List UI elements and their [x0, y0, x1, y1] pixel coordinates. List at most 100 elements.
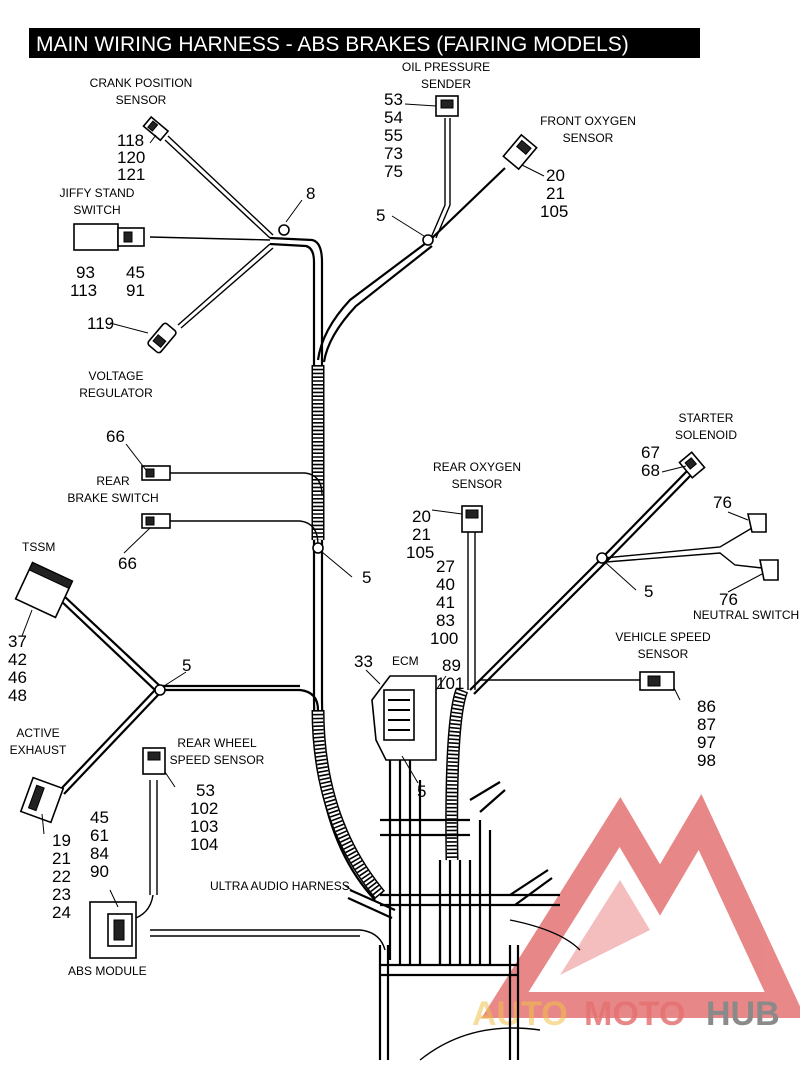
svg-text:SWITCH: SWITCH	[73, 203, 120, 217]
active-exhaust-connector	[19, 776, 65, 824]
jiffy-stand-label: JIFFY STAND	[60, 186, 135, 200]
clip-5-right	[596, 552, 608, 564]
svg-text:48: 48	[8, 686, 27, 705]
rear-brake-switch-label: REAR	[96, 474, 130, 488]
clip-callout-5c: 5	[182, 656, 191, 675]
abs-module-label: ABS MODULE	[68, 964, 147, 978]
svg-text:105: 105	[406, 543, 434, 562]
svg-text:93: 93	[76, 263, 95, 282]
clip-8	[278, 224, 290, 236]
svg-text:84: 84	[90, 844, 109, 863]
rear-brake-switch-connector-bottom	[141, 513, 171, 529]
voltage-regulator-label: VOLTAGE	[89, 369, 144, 383]
ecm-label: ECM	[392, 654, 419, 668]
tssm-label: TSSM	[22, 540, 55, 554]
svg-text:54: 54	[384, 108, 403, 127]
svg-text:SPEED SENSOR: SPEED SENSOR	[170, 753, 265, 767]
svg-text:46: 46	[8, 668, 27, 687]
svg-text:41: 41	[436, 593, 455, 612]
svg-text:102: 102	[190, 799, 218, 818]
svg-text:76: 76	[719, 590, 738, 609]
svg-text:89: 89	[442, 656, 461, 675]
rear-oxygen-sensor	[461, 505, 483, 533]
clip-5-front	[422, 234, 434, 246]
svg-text:21: 21	[52, 849, 71, 868]
diagram-title: MAIN WIRING HARNESS - ABS BRAKES (FAIRIN…	[36, 33, 629, 56]
clip-callout-8: 8	[306, 184, 315, 203]
svg-text:120: 120	[117, 148, 145, 167]
neutral-switch-connector-bottom	[759, 559, 779, 581]
labels: CRANK POSITION SENSOR 118 120 121 JIFFY …	[8, 60, 799, 978]
svg-text:61: 61	[90, 826, 109, 845]
svg-text:AUTO: AUTO	[472, 995, 568, 1033]
svg-text:53: 53	[196, 781, 215, 800]
svg-text:40: 40	[436, 575, 455, 594]
svg-text:MOTO: MOTO	[584, 995, 685, 1033]
rear-wheel-speed-sensor	[142, 747, 166, 775]
svg-text:105: 105	[540, 202, 568, 221]
neutral-switch-connector-top	[747, 513, 767, 533]
title-bar	[29, 28, 700, 58]
svg-text:68: 68	[641, 461, 660, 480]
svg-text:101: 101	[436, 674, 464, 693]
ultra-audio-label: ULTRA AUDIO HARNESS	[210, 879, 350, 893]
vehicle-speed-sensor	[639, 671, 675, 691]
svg-text:87: 87	[697, 715, 716, 734]
svg-text:104: 104	[190, 835, 218, 854]
svg-text:98: 98	[697, 751, 716, 770]
rear-oxygen-label: REAR OXYGEN	[433, 460, 521, 474]
svg-text:119: 119	[87, 314, 114, 333]
svg-text:SENSOR: SENSOR	[452, 477, 503, 491]
harness-trunks	[59, 118, 763, 1061]
clip-5-mid	[312, 542, 324, 554]
svg-text:103: 103	[190, 817, 218, 836]
svg-text:67: 67	[641, 443, 660, 462]
svg-text:66: 66	[106, 427, 125, 446]
starter-solenoid-label: STARTER	[679, 411, 734, 425]
svg-text:20: 20	[546, 166, 565, 185]
abs-module	[89, 901, 137, 959]
clip-callout-5b: 5	[362, 568, 371, 587]
svg-text:66: 66	[118, 554, 137, 573]
svg-text:21: 21	[412, 525, 431, 544]
svg-text:SENSOR: SENSOR	[116, 93, 167, 107]
rear-wheel-speed-label: REAR WHEEL	[177, 736, 257, 750]
rear-brake-switch-connector-top	[141, 465, 171, 481]
clip-callout-5a: 5	[376, 206, 385, 225]
svg-text:SENDER: SENDER	[421, 77, 471, 91]
svg-text:SOLENOID: SOLENOID	[675, 428, 737, 442]
front-oxygen-sensor	[502, 133, 538, 171]
svg-text:SENSOR: SENSOR	[638, 647, 689, 661]
svg-text:45: 45	[126, 263, 145, 282]
svg-text:REGULATOR: REGULATOR	[79, 386, 153, 400]
svg-text:45: 45	[90, 808, 109, 827]
svg-text:76: 76	[713, 493, 732, 512]
oil-pressure-label: OIL PRESSURE	[402, 60, 490, 74]
front-oxygen-label: FRONT OXYGEN	[540, 114, 636, 128]
leader-lines	[21, 103, 763, 908]
svg-text:86: 86	[697, 697, 716, 716]
tssm-module	[14, 561, 74, 619]
clip-callout-5e: 5	[644, 582, 653, 601]
svg-text:22: 22	[52, 867, 71, 886]
svg-text:21: 21	[546, 184, 565, 203]
svg-text:EXHAUST: EXHAUST	[10, 743, 67, 757]
svg-text:73: 73	[384, 144, 403, 163]
svg-text:27: 27	[436, 557, 455, 576]
svg-text:100: 100	[430, 629, 458, 648]
svg-text:19: 19	[52, 831, 71, 850]
clip-callout-5d: 5	[417, 782, 426, 801]
svg-text:37: 37	[8, 632, 27, 651]
svg-text:90: 90	[90, 862, 109, 881]
svg-text:97: 97	[697, 733, 716, 752]
jiffy-stand-switch	[73, 223, 145, 251]
ecm	[371, 675, 437, 761]
svg-text:53: 53	[384, 90, 403, 109]
active-exhaust-label: ACTIVE	[16, 726, 59, 740]
svg-text:113: 113	[70, 281, 97, 300]
svg-text:BRAKE SWITCH: BRAKE SWITCH	[67, 491, 158, 505]
oil-pressure-sender	[435, 95, 459, 117]
voltage-regulator-connector	[147, 322, 177, 354]
clip-5-tssm	[154, 684, 166, 696]
